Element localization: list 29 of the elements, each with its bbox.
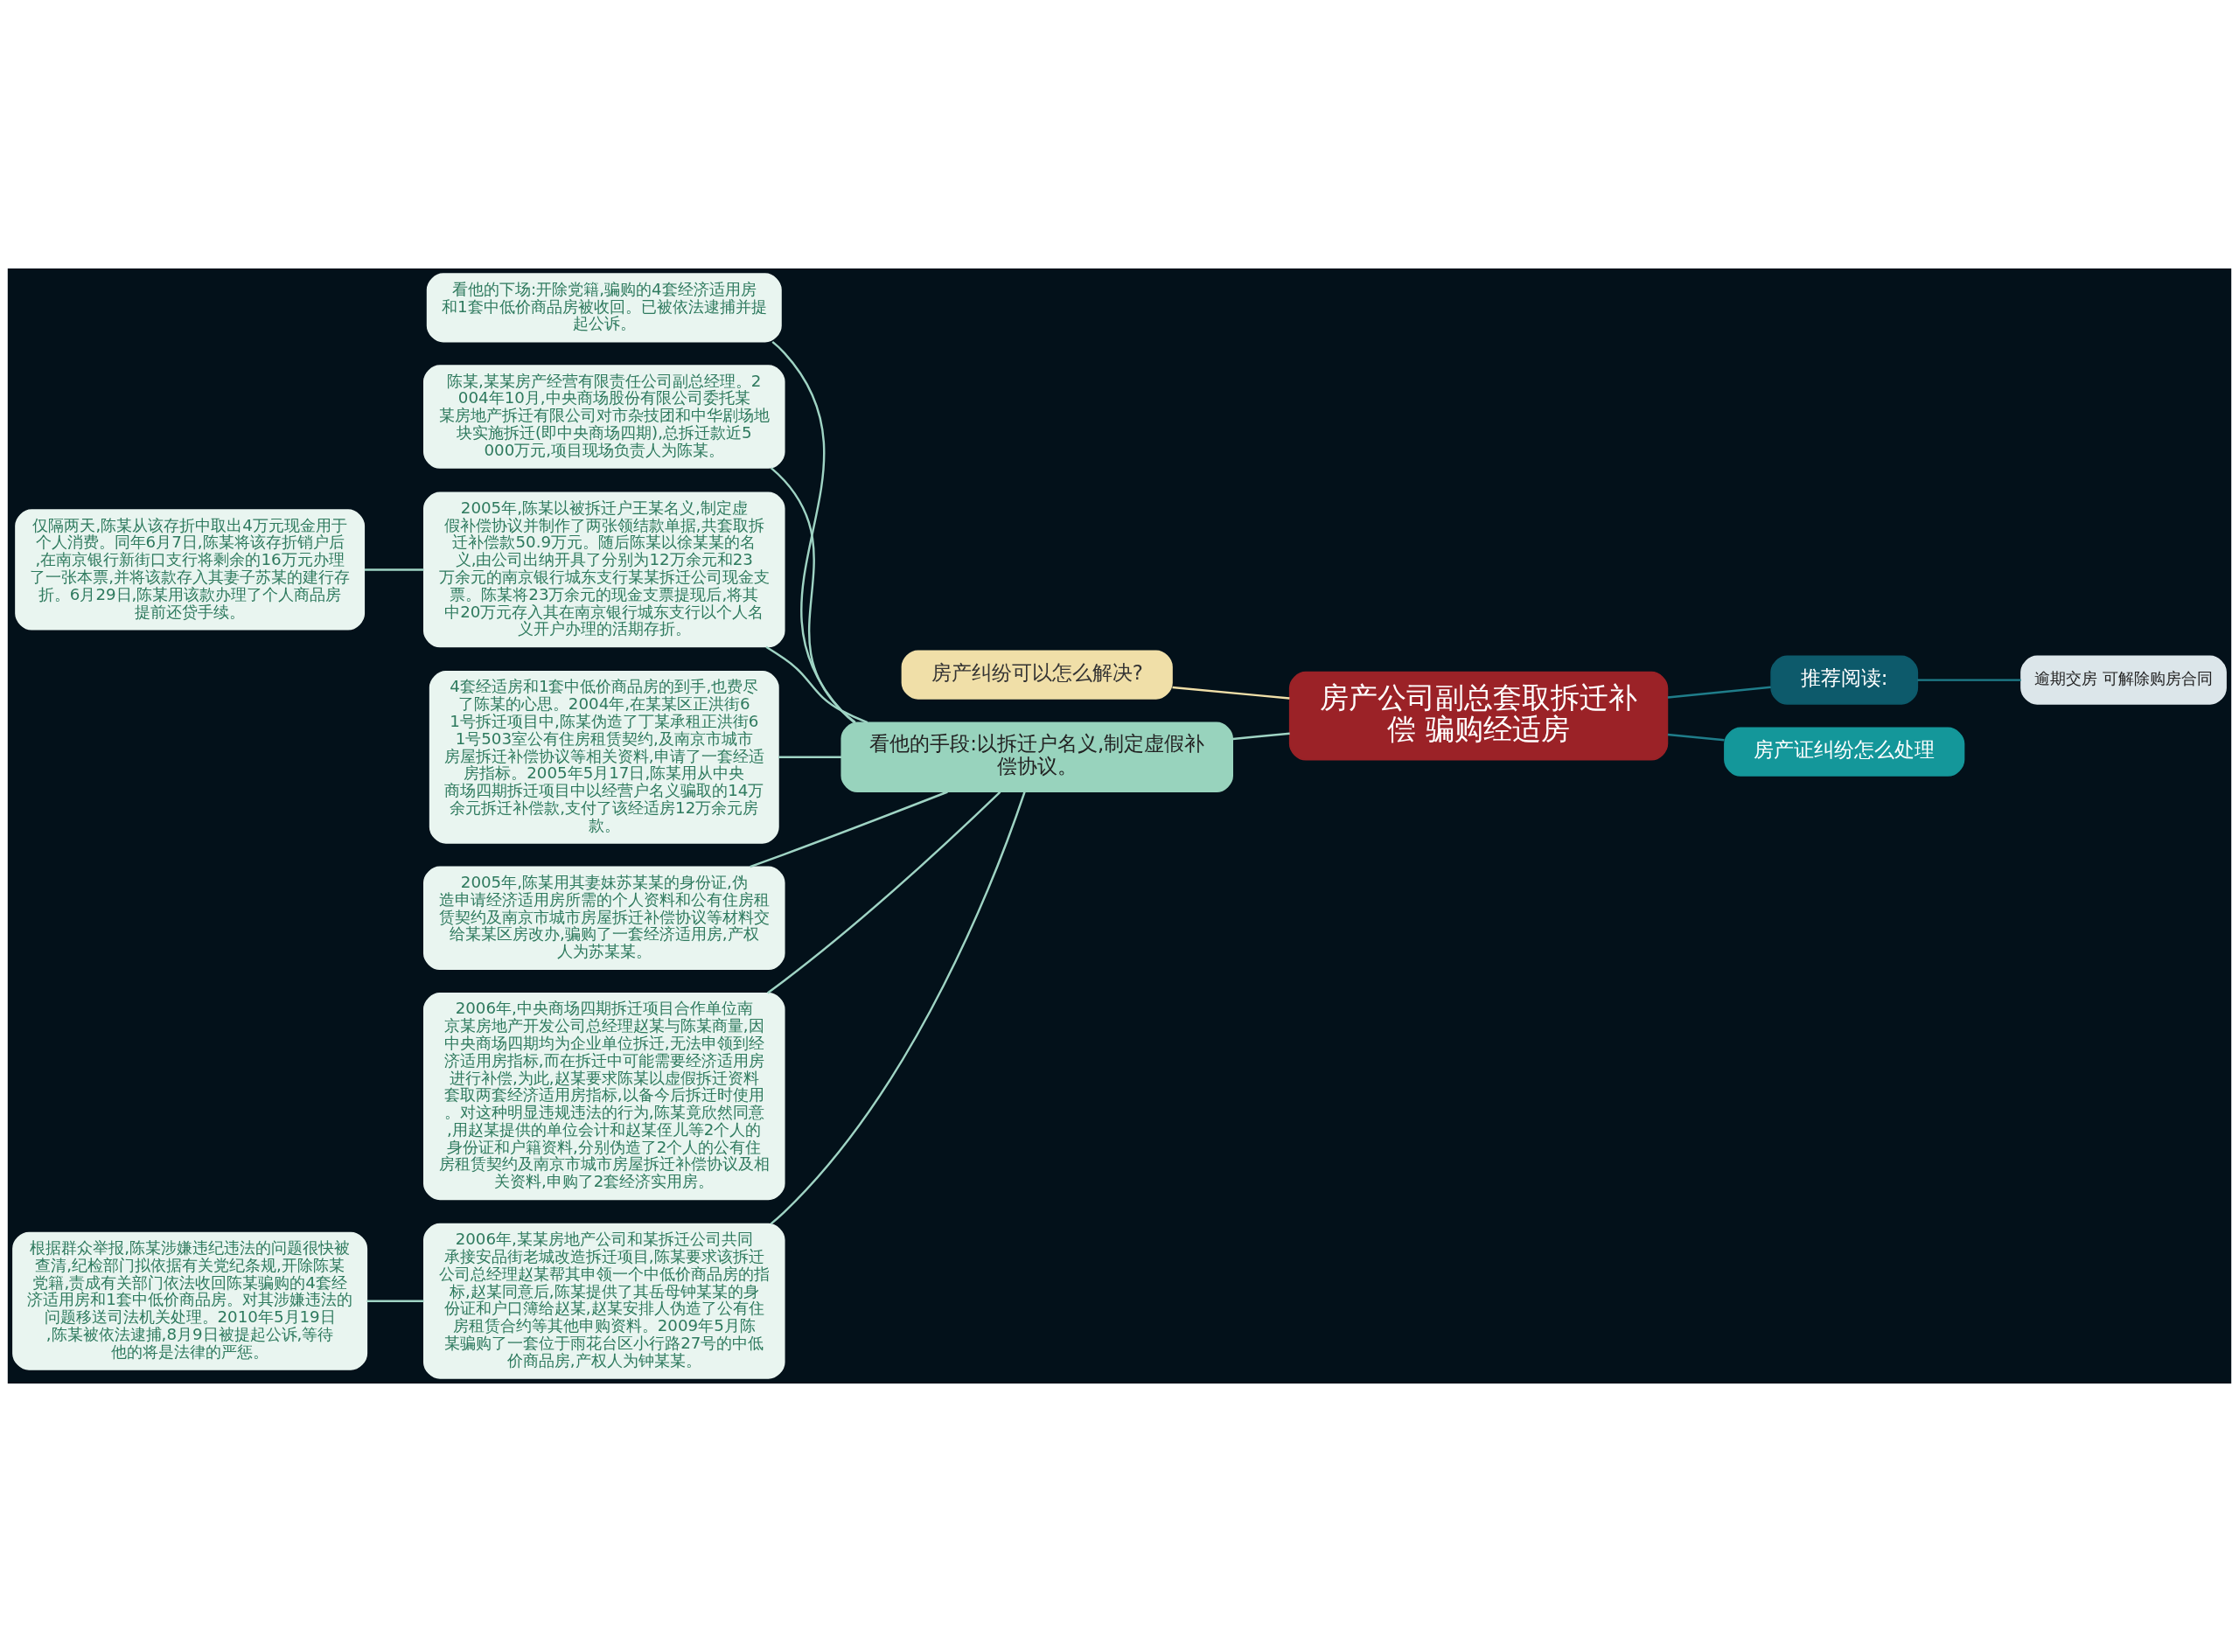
node-box: 房产纠纷可以怎么解决? <box>901 650 1173 700</box>
node-box: 2005年,陈某用其妻妹苏某某的身份证,伪造申请经济适用房所需的个人资料和公有住房租赁契约及南京市城市房屋拆迁补偿协议等材料交给某某区房改办,骗购了一套经济适用房,产权人为苏某某。 <box>423 866 785 971</box>
connector <box>771 340 855 724</box>
connector <box>1667 733 1725 742</box>
connector <box>770 791 1026 1225</box>
connector <box>765 645 868 724</box>
connector <box>1917 679 2021 681</box>
node-box: 2006年,中央商场四期拆迁项目合作单位南京某房地产开发公司总经理赵某与陈某商量,因中央商场四期均为企业单位拆迁,无法申领到经济适用房指标,而在拆迁中可能需要经济适用房进行补偿,为此,赵某要求陈某以虚假拆迁资料套取两套经济适用房指标,以备今后拆迁时使用。对这种明显违规违法的行为,陈某竟欣然同意,用赵某提供的单位会计和赵某侄儿等2个人的身份证和户籍资料,分别伪造了2个人的公有住房租赁契约及南京市城市房屋拆迁补偿协议及相关资料,申购了2套经济实用房。 <box>423 992 785 1201</box>
connector <box>750 791 948 868</box>
node-box: 看他的下场:开除党籍,骗购的4套经济适用房和1套中低价商品房被收回。已被依法逮捕并提起公诉。 <box>426 273 782 343</box>
node-box: 根据群众举报,陈某涉嫌违纪违法的问题很快被查清,纪检部门拟依据有关党纪条规,开除陈某党籍,责成有关部门依法收回陈某骗购的4套经济适用房和1套中低价商品房。对其涉嫌违法的问题移送司法机关处理。2010年5月19日,陈某被依法逮捕,8月9日被提起公诉,等待他的将是法律的严惩。 <box>12 1231 368 1370</box>
node-box: 4套经适房和1套中低价商品房的到手,也费尽了陈某的心思。2004年,在某某区正洪街61号拆迁项目中,陈某伪造了丁某承租正洪街61号503室公有住房租赁契约,及南京市城市房屋拆迁补偿协议等相关资料,申请了一套经适房指标。2005年5月17日,陈某用从中央商场四期拆迁项目中以经营户名义骗取的14万余元拆迁补偿款,支付了该经适房12万余元房款。 <box>429 670 779 844</box>
connector <box>1232 732 1290 741</box>
connector <box>1667 686 1771 699</box>
node-box: 房产证纠纷怎么处理 <box>1724 727 1965 777</box>
connector <box>770 467 856 723</box>
connector <box>778 756 842 759</box>
node-box: 逾期交房 可解除购房合同 <box>2020 655 2227 705</box>
connector <box>1172 686 1290 700</box>
connector <box>364 568 424 571</box>
connector <box>766 791 1001 994</box>
node-box: 陈某,某某房产经营有限责任公司副总经理。2004年10月,中央商场股份有限公司委托某某房地产拆迁有限公司对市杂技团和中华剧场地块实施拆迁(即中央商场四期),总拆迁款近5000万元,项目现场负责人为陈某。 <box>423 365 785 469</box>
node-box: 仅隔两天,陈某从该存折中取出4万元现金用于个人消费。同年6月7日,陈某将该存折销户后,在南京银行新街口支行将剩余的16万元办理了一张本票,并将该款存入其妻子苏某的建行存折。6月29日,陈某用该款办理了个人商品房提前还贷手续。 <box>15 509 366 631</box>
node-box: 推荐阅读: <box>1770 655 1919 705</box>
node-box: 2006年,某某房地产公司和某拆迁公司共同承接安品街老城改造拆迁项目,陈某要求该拆迁公司总经理赵某帮其申领一个中低价商品房的指标,赵某同意后,陈某提供了其岳母钟某某的身份证和户口簿给赵某,赵某安排人伪造了公有住房租赁合约等其他申购资料。2009年5月陈某骗购了一套位于雨花台区小行路27号的中低价商品房,产权人为钟某某。 <box>423 1223 785 1379</box>
node-box: 看他的手段:以拆迁户名义,制定虚假补偿协议。 <box>840 721 1233 793</box>
connector <box>366 1300 424 1302</box>
node-box: 房产公司副总套取拆迁补偿 骗购经适房 <box>1288 671 1669 761</box>
node-box: 2005年,陈某以被拆迁户王某名义,制定虚假补偿协议并制作了两张领结款单据,共套取拆迁补偿款50.9万元。随后陈某以徐某某的名义,由公司出纳开具了分别为12万余元和23万余元的南京银行城东支行某某拆迁公司现金支票。陈某将23万余元的现金支票提现后,将其中20万元存入其在南京银行城东支行以个人名义开户办理的活期存折。 <box>423 491 785 648</box>
